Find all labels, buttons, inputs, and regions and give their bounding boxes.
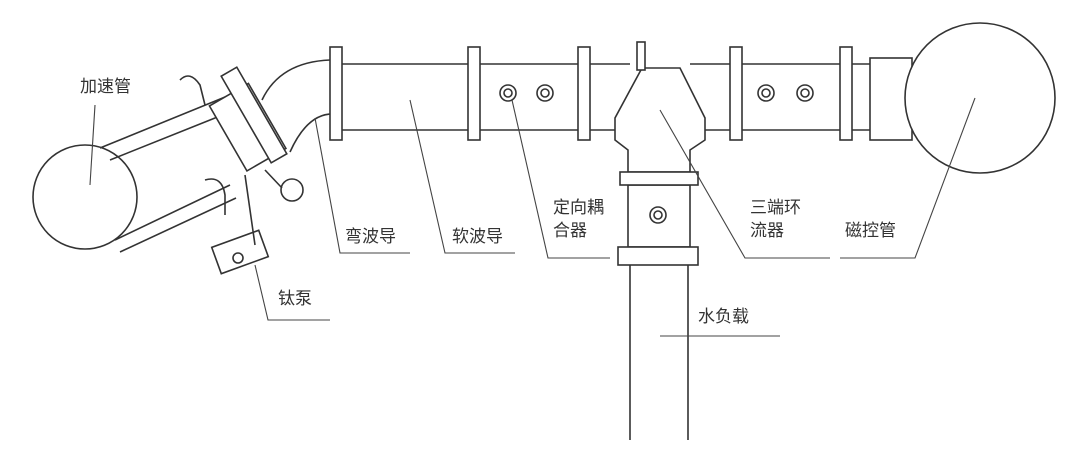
- circulator-shape: [614, 41, 706, 173]
- label-directional-coupler-1: 定向耦: [553, 198, 604, 218]
- label-circulator-1: 三端环: [750, 198, 801, 218]
- water-load-shape: [617, 171, 699, 440]
- label-water-load: 水负载: [698, 307, 749, 327]
- label-directional-coupler-2: 合器: [553, 221, 587, 241]
- magnetron-shape: [869, 22, 1056, 174]
- label-accelerator-tube: 加速管: [80, 77, 131, 97]
- label-magnetron: 磁控管: [845, 221, 896, 241]
- label-bent-waveguide: 弯波导: [345, 227, 396, 247]
- label-titanium-pump: 钛泵: [278, 289, 312, 309]
- accelerator-tube-shape: [32, 144, 138, 250]
- label-soft-waveguide: 软波导: [452, 227, 503, 247]
- label-circulator-2: 流器: [750, 221, 784, 241]
- accelerator-connection-tubes: [99, 75, 241, 253]
- titanium-pump-shape: [208, 66, 304, 275]
- leader-lines: [89, 97, 976, 337]
- main-waveguide: [329, 46, 870, 141]
